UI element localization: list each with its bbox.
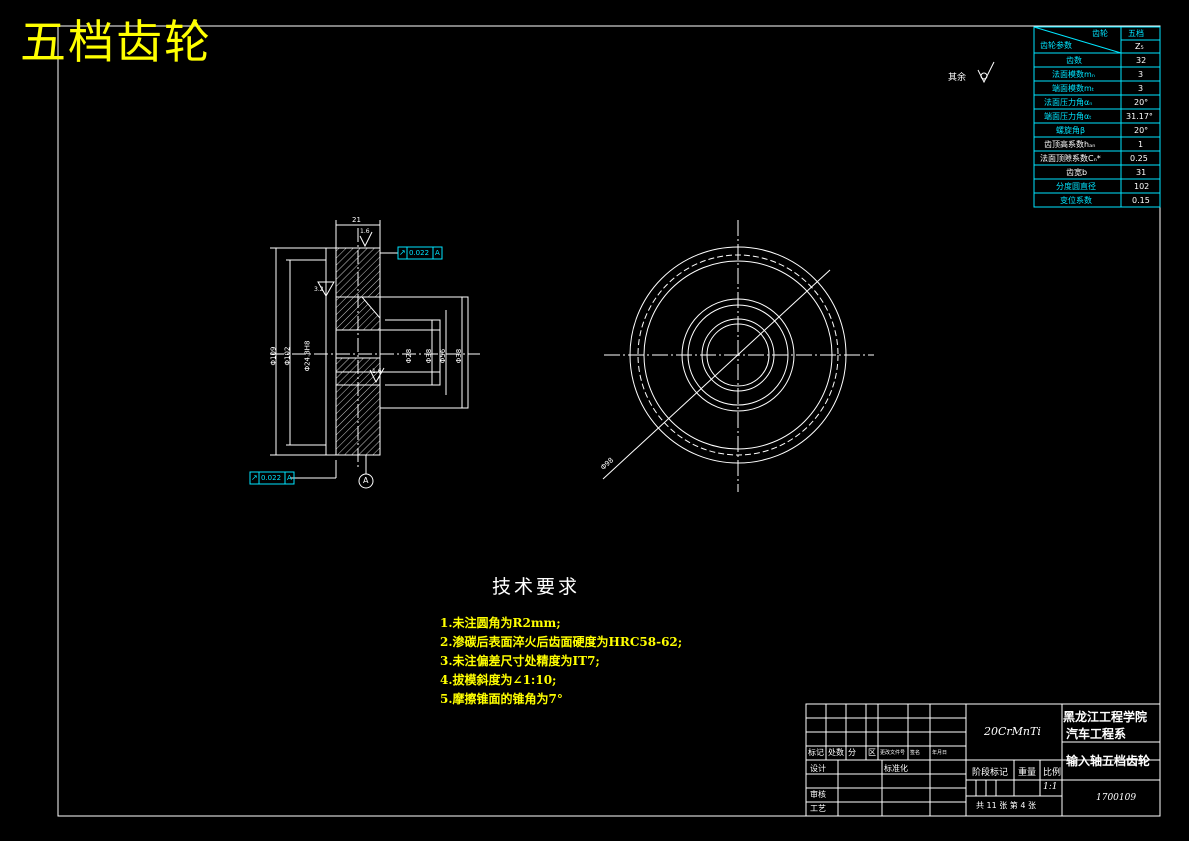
rev-label: 年月日 — [932, 750, 948, 756]
params-label: 齿宽b — [1066, 168, 1088, 177]
params-label: 齿顶高系数hₐₙ — [1044, 140, 1096, 149]
params-value: 102 — [1134, 182, 1150, 191]
tech-requirement-item: 5.摩擦锥面的锥角为7° — [440, 692, 563, 706]
roughness-symbol-icon — [977, 61, 995, 84]
dim-od-outer: Φ109 — [269, 346, 278, 366]
params-value: 3 — [1138, 84, 1144, 93]
title-block-weight-label: 重量 — [1018, 768, 1037, 778]
tolerance-value: 0.022 — [409, 249, 430, 257]
roughness-label: 1.6 — [372, 368, 382, 375]
dim-hub-3: Φ56 — [439, 348, 448, 364]
params-value: 32 — [1136, 56, 1147, 65]
dim-od-pitch: Φ102 — [283, 346, 292, 366]
title-block-design-label: 设计 — [810, 764, 826, 773]
roughness-label: 1.6 — [360, 228, 370, 235]
drawing-border — [57, 25, 1161, 817]
params-value: 0.15 — [1132, 196, 1150, 205]
title-block-standard-label: 标准化 — [884, 764, 908, 773]
rev-label: 分 — [848, 748, 856, 757]
front-view — [602, 220, 874, 492]
dim-bore: Φ24.8H8 — [303, 340, 312, 372]
rev-label: 更改文件号 — [880, 750, 906, 756]
title-block-stage-label: 阶段标记 — [972, 768, 1009, 778]
tech-requirement-item: 3.未注偏差尺寸处精度为IT7; — [440, 654, 600, 668]
tolerance-symbol: ↗ — [251, 473, 258, 482]
title-block-review-label: 审核 — [810, 790, 826, 799]
params-table-grid — [1033, 26, 1161, 208]
title-block-sheet-info: 共 11 张 第 4 张 — [976, 801, 1036, 810]
rev-label: 签名 — [910, 750, 921, 756]
rev-label: 处数 — [828, 748, 844, 757]
params-label: 分度圆直径 — [1056, 182, 1096, 191]
title-block-department: 汽车工程系 — [1066, 727, 1127, 741]
params-value: 31.17° — [1126, 112, 1153, 121]
params-label: 法面压力角αₙ — [1044, 98, 1093, 107]
dim-hub-1: Φ28 — [405, 348, 414, 364]
finish-note: 其余 — [948, 73, 967, 83]
params-label: 齿数 — [1066, 56, 1082, 65]
section-view — [270, 220, 480, 489]
drawing-title: 五档齿轮 — [20, 15, 212, 69]
params-value: 0.25 — [1130, 154, 1148, 163]
params-label: 变位系数 — [1060, 196, 1092, 205]
params-value: 31 — [1136, 168, 1147, 177]
title-block-part-name: 输入轴五档齿轮 — [1066, 754, 1151, 768]
tech-requirement-item: 4.拔模斜度为∠1:10; — [440, 673, 557, 687]
params-header-corner-top: 齿轮 — [1092, 29, 1108, 38]
params-value: 20° — [1134, 98, 1149, 107]
params-value: Z₅ — [1135, 42, 1144, 51]
params-label: 法面模数mₙ — [1052, 70, 1095, 79]
roughness-label: 3.2 — [314, 286, 324, 293]
params-header-corner-bottom: 齿轮参数 — [1040, 41, 1072, 50]
title-block-grid — [805, 703, 1161, 817]
title-block-school: 黑龙江工程学院 — [1063, 710, 1148, 724]
tolerance-datum: A — [435, 249, 440, 257]
tolerance-value: 0.022 — [261, 474, 282, 482]
title-block-material: 20CrMnTi — [984, 725, 1041, 738]
dim-hub-2: Φ38 — [425, 348, 434, 364]
params-value: 1 — [1138, 140, 1144, 149]
tolerance-datum: A — [287, 474, 292, 482]
tech-requirement-item: 2.渗碳后表面淬火后齿面硬度为HRC58-62; — [440, 635, 683, 649]
rev-label: 区 — [868, 748, 876, 757]
tolerance-symbol: ↗ — [399, 248, 406, 257]
rev-label: 标记 — [808, 748, 824, 757]
title-block-scale: 1:1 — [1043, 782, 1058, 792]
params-label: 螺旋角β — [1056, 126, 1086, 135]
params-label: 端面压力角αₜ — [1044, 112, 1092, 121]
title-block-scale-label: 比例 — [1043, 768, 1062, 778]
title-block-process-label: 工艺 — [810, 804, 826, 813]
tolerance-frame-bottom — [249, 471, 295, 485]
params-value: 3 — [1138, 70, 1144, 79]
datum-label: A — [363, 476, 369, 485]
tech-requirements-title: 技术要求 — [492, 576, 581, 598]
params-label: 端面模数mₜ — [1052, 84, 1095, 93]
dim-hub-4: Φ38 — [455, 348, 464, 364]
params-value: 20° — [1134, 126, 1149, 135]
tech-requirement-item: 1.未注圆角为R2mm; — [440, 616, 561, 630]
title-block-drawing-no: 1700109 — [1096, 793, 1137, 803]
dim-top-width: 21 — [352, 216, 361, 224]
params-header-col: 五档 — [1128, 29, 1144, 38]
params-label: 法面顶隙系数Cₙ* — [1040, 154, 1101, 163]
tolerance-frame-top — [397, 246, 443, 260]
